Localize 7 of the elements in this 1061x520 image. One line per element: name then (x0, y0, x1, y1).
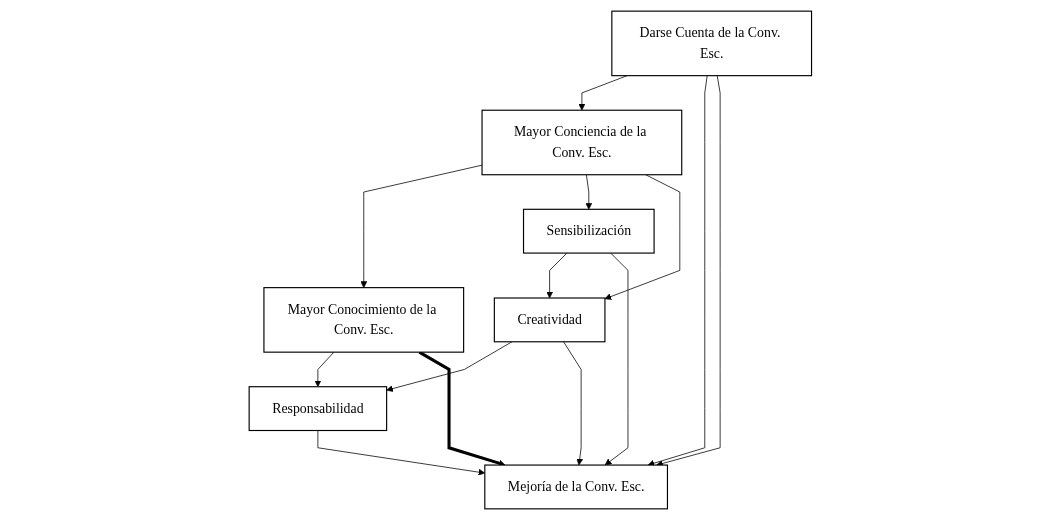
node-box: Mejoría de la Conv. Esc. (484, 464, 669, 510)
node-box: Sensibilización (523, 208, 655, 254)
node-box: Creatividad (493, 297, 606, 343)
node-box: Darse Cuenta de la Conv. Esc. (611, 10, 813, 77)
node-box: Mayor Conocimiento de la Conv. Esc. (263, 287, 465, 353)
node-box: Responsabilidad (248, 386, 388, 432)
node-box: Mayor Conciencia de la Conv. Esc. (481, 109, 683, 176)
